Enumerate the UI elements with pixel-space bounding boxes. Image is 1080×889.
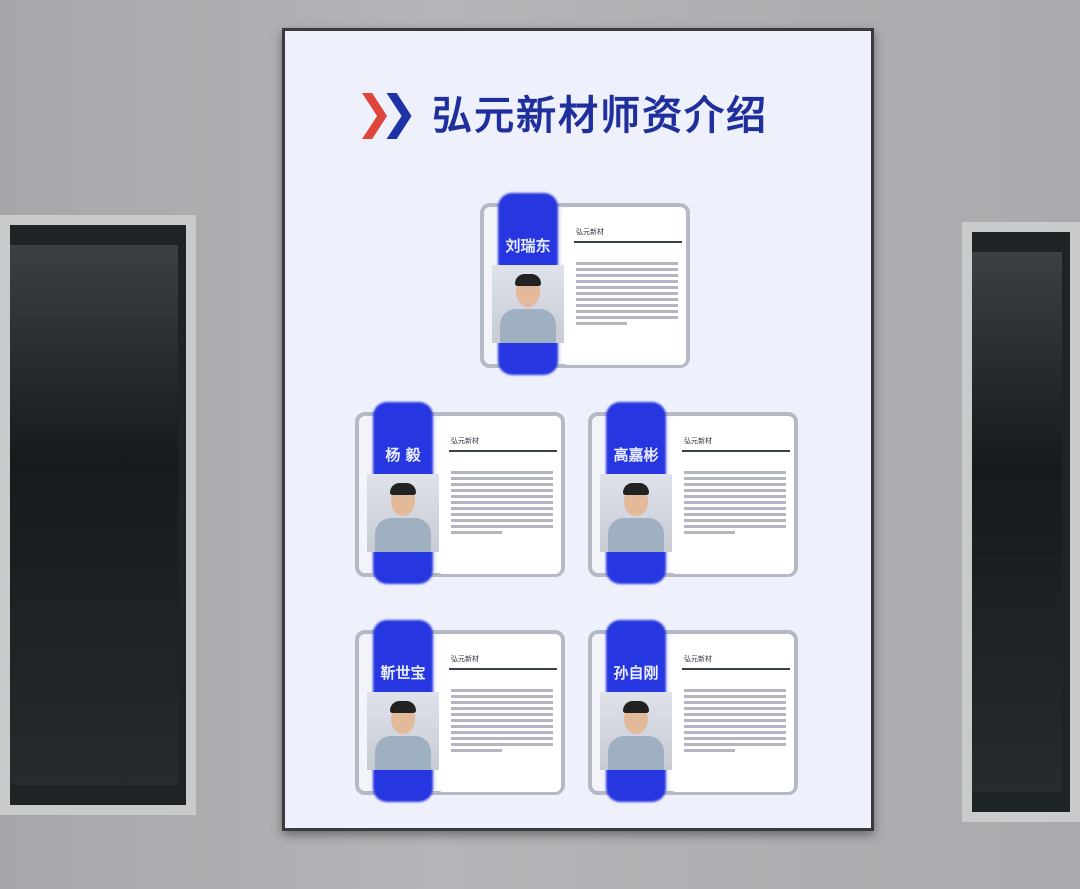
bio-text-blurred: [684, 468, 786, 537]
brand-label: 弘元新材: [451, 437, 479, 445]
window-left: [0, 215, 196, 815]
teacher-card: 刘瑞东 弘元新材: [480, 193, 690, 375]
teacher-name: 靳世宝: [380, 664, 426, 682]
brand-label: 弘元新材: [451, 655, 479, 663]
teacher-card: 孙自刚 弘元新材: [588, 620, 798, 802]
teacher-name: 高嘉彬: [613, 446, 659, 464]
teacher-card: 高嘉彬 弘元新材: [588, 402, 798, 584]
title-text: 弘元新材师资介绍: [432, 93, 769, 139]
bio-text-blurred: [576, 259, 678, 328]
divider: [682, 450, 790, 452]
bio-text-blurred: [451, 686, 553, 755]
divider: [682, 668, 790, 670]
divider: [574, 241, 682, 243]
window-right: [962, 222, 1080, 822]
brand-label: 弘元新材: [684, 655, 712, 663]
poster-title: ❯❯ 弘元新材师资介绍: [355, 83, 768, 141]
teacher-name: 杨 毅: [385, 446, 421, 464]
teacher-card: 靳世宝 弘元新材: [355, 620, 565, 802]
teacher-name: 刘瑞东: [505, 237, 551, 255]
teacher-photo: [492, 265, 564, 343]
bio-text-blurred: [451, 468, 553, 537]
teacher-card: 杨 毅 弘元新材: [355, 402, 565, 584]
divider: [449, 668, 557, 670]
divider: [449, 450, 557, 452]
chevron-icon: ❯❯: [355, 85, 418, 139]
teacher-photo: [600, 474, 672, 552]
teacher-photo: [367, 692, 439, 770]
bio-text-blurred: [684, 686, 786, 755]
teacher-photo: [367, 474, 439, 552]
teacher-photo: [600, 692, 672, 770]
brand-label: 弘元新材: [576, 228, 604, 236]
brand-label: 弘元新材: [684, 437, 712, 445]
teacher-name: 孙自刚: [613, 664, 659, 682]
